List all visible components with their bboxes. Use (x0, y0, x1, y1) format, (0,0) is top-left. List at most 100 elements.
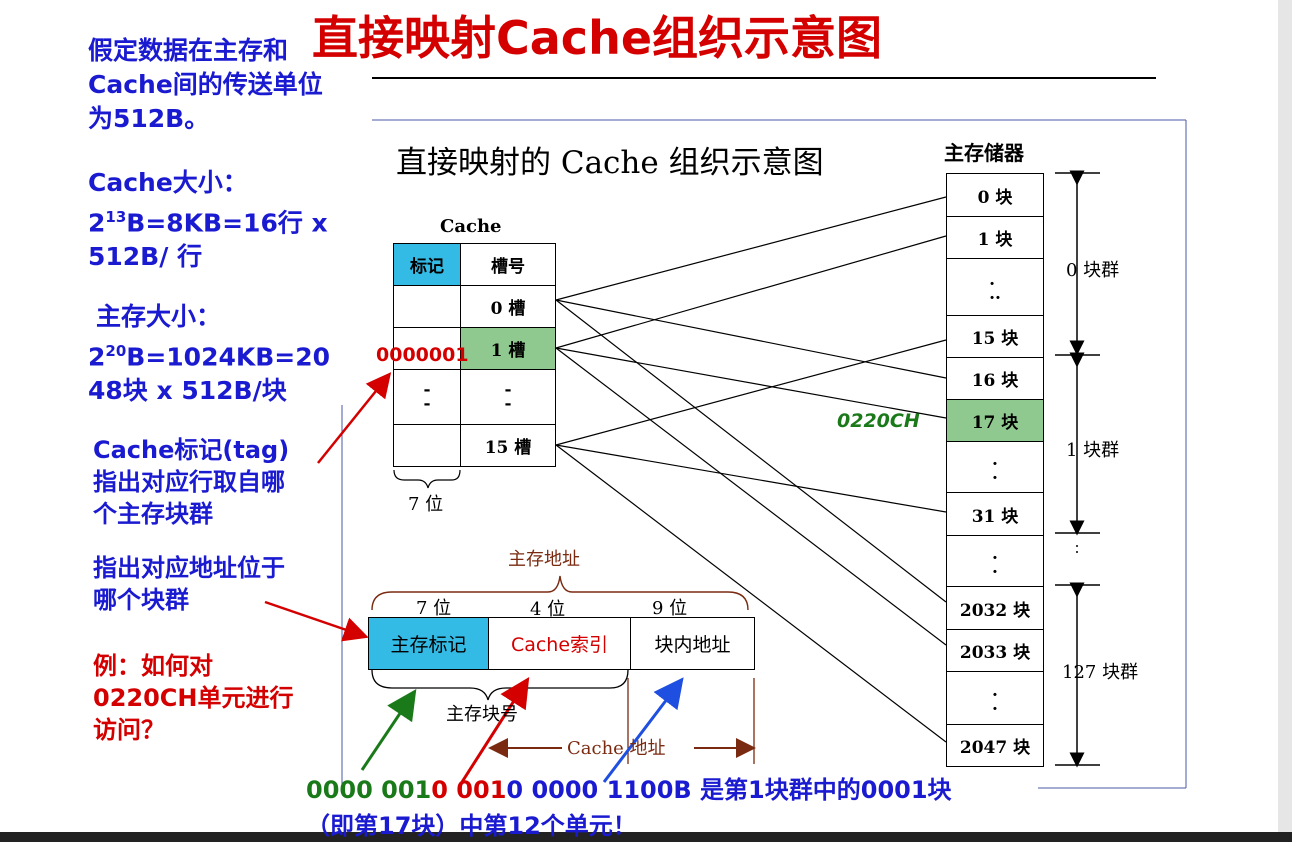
map-line (555, 235, 947, 349)
address-width-offset: 9 位 (652, 598, 688, 619)
address-brace-top (371, 575, 749, 611)
note-line: 指出对应地址位于 (93, 554, 285, 582)
header-text: 标记 (410, 257, 444, 277)
note-line: 访问？ (93, 716, 165, 744)
block-text: 0 块 (977, 187, 1013, 208)
note-tag: Cache标记(tag) 指出对应行取自哪 个主存块群 (93, 434, 289, 530)
note-line: 512B/ 行 (88, 242, 203, 272)
binary-tag-part: 0000 001 (306, 776, 432, 804)
title-text: 直接映射Cache组织示意图 (312, 11, 883, 65)
rest: B=1024KB=20 (126, 342, 331, 372)
tag-brace (393, 469, 461, 489)
block-group-127: 127 块群 (1062, 662, 1139, 683)
header-text: 槽号 (491, 257, 525, 277)
cache-slot-0: 0 槽 (460, 285, 556, 328)
slot-text: 15 槽 (484, 438, 532, 458)
memory-block: 31 块 (946, 492, 1044, 536)
note-line: 假定数据在主存和 (88, 36, 289, 65)
tag-width-label: 7 位 (408, 494, 444, 515)
note-line: 哪个块群 (93, 586, 189, 614)
map-line (555, 299, 947, 379)
binary-sentence: 是第1块群中的0001块 (691, 776, 952, 804)
cache-header-tag: 标记 (393, 243, 461, 286)
note-line: Cache大小： (88, 168, 248, 197)
note-line: 220B=1024KB=20 (88, 334, 330, 374)
ellipsis-text: - - (504, 380, 512, 414)
slot-text: 1 槽 (490, 341, 526, 361)
note-line: 主存大小： (96, 302, 222, 331)
note-line: 例：如何对 (93, 652, 213, 680)
cache-tag-cell (393, 285, 461, 328)
field-text: Cache索引 (510, 634, 609, 656)
note-line: Cache标记(tag) (93, 436, 290, 464)
memory-title: 主存储器 (944, 141, 1024, 165)
block-text: 1 块 (977, 230, 1013, 250)
block-text: . .. (989, 270, 1001, 304)
cache-slot-1: 1 槽 (460, 327, 556, 370)
block-text: 2033 块 (959, 643, 1031, 663)
block-text: 16 块 (971, 371, 1019, 391)
memory-block: 1 块 (946, 216, 1044, 259)
note-line: 指出对应行取自哪 (93, 468, 285, 496)
block-no-brace (371, 669, 629, 701)
address-field-tag: 主存标记 (368, 617, 489, 670)
bottom-bar (0, 832, 1292, 842)
binary-index-part: 0 001 (431, 776, 507, 804)
note-cache-size: Cache大小： 213B=8KB=16行 x 512B/ 行 (88, 166, 328, 274)
cache-header-slot: 槽号 (460, 243, 556, 286)
address-title: 主存地址 (508, 549, 580, 570)
note-line: 213B=8KB=16行 x (88, 200, 328, 240)
block-text: 2047 块 (959, 738, 1031, 758)
note-mem-size: 主存大小： 220B=1024KB=20 48块 x 512B/块 (88, 300, 330, 408)
block-text: 15 块 (971, 329, 1019, 349)
blue-arrow (602, 677, 684, 783)
exponent: 20 (105, 342, 127, 360)
exponent: 13 (105, 208, 127, 226)
note-line: Cache间的传送单位 (88, 70, 323, 99)
note-line: 48块 x 512B/块 (88, 376, 287, 406)
cache-label: Cache (440, 216, 502, 237)
binary-offset-part: 0 0000 1100B (506, 776, 692, 804)
block-text: 17 块 (971, 413, 1019, 433)
slot-text: 0 槽 (490, 299, 526, 319)
cache-address-label: Cache 地址 (567, 738, 666, 759)
block-text: . . (992, 681, 998, 715)
address-note-arrow (264, 600, 369, 642)
memory-block: 16 块 (946, 357, 1044, 400)
memory-block: 2032 块 (946, 586, 1044, 630)
group-arrows (1055, 170, 1100, 768)
memory-block-highlighted: 17 块 (946, 399, 1044, 442)
vertical-scrollbar[interactable] (1278, 0, 1292, 842)
address-field-index: Cache索引 (488, 617, 631, 670)
mapping-lines (555, 196, 947, 743)
block-group-1: 1 块群 (1066, 440, 1120, 461)
map-line (555, 347, 947, 646)
map-line (555, 339, 947, 446)
ellipsis-text: - - (423, 380, 431, 414)
note-transfer: 假定数据在主存和 Cache间的传送单位 为512B。 (88, 34, 323, 136)
memory-block-ellipsis: . . (946, 441, 1044, 493)
memory-block-ellipsis: . . (946, 671, 1044, 725)
memory-block: 15 块 (946, 315, 1044, 358)
memory-block-ellipsis: . . (946, 535, 1044, 587)
block-text: . . (992, 544, 998, 578)
note-line: 0220CH单元进行 (93, 684, 294, 712)
note-line: 为512B。 (88, 104, 210, 133)
cache-slot-ellipsis: - - (460, 369, 556, 425)
map-line (555, 444, 947, 743)
page-title: 直接映射Cache组织示意图 (312, 2, 882, 68)
map-line (555, 196, 947, 301)
cache-slot-15: 15 槽 (460, 424, 556, 467)
note-line: 个主存块群 (93, 500, 213, 528)
address-field-offset: 块内地址 (630, 617, 755, 670)
tag-note-arrow (317, 372, 392, 464)
block-text: . . (992, 450, 998, 484)
address-width-index: 4 位 (530, 599, 566, 620)
diagram-title: 直接映射的 Cache 组织示意图 (396, 145, 824, 181)
binary-explanation: 0000 0010 0010 0000 1100B 是第1块群中的0001块 (306, 770, 952, 805)
block-text: 2032 块 (959, 600, 1031, 621)
red-arrow (460, 676, 530, 783)
block-number-label: 主存块号 (446, 704, 518, 725)
cache-tag-cell: - - (393, 369, 461, 425)
